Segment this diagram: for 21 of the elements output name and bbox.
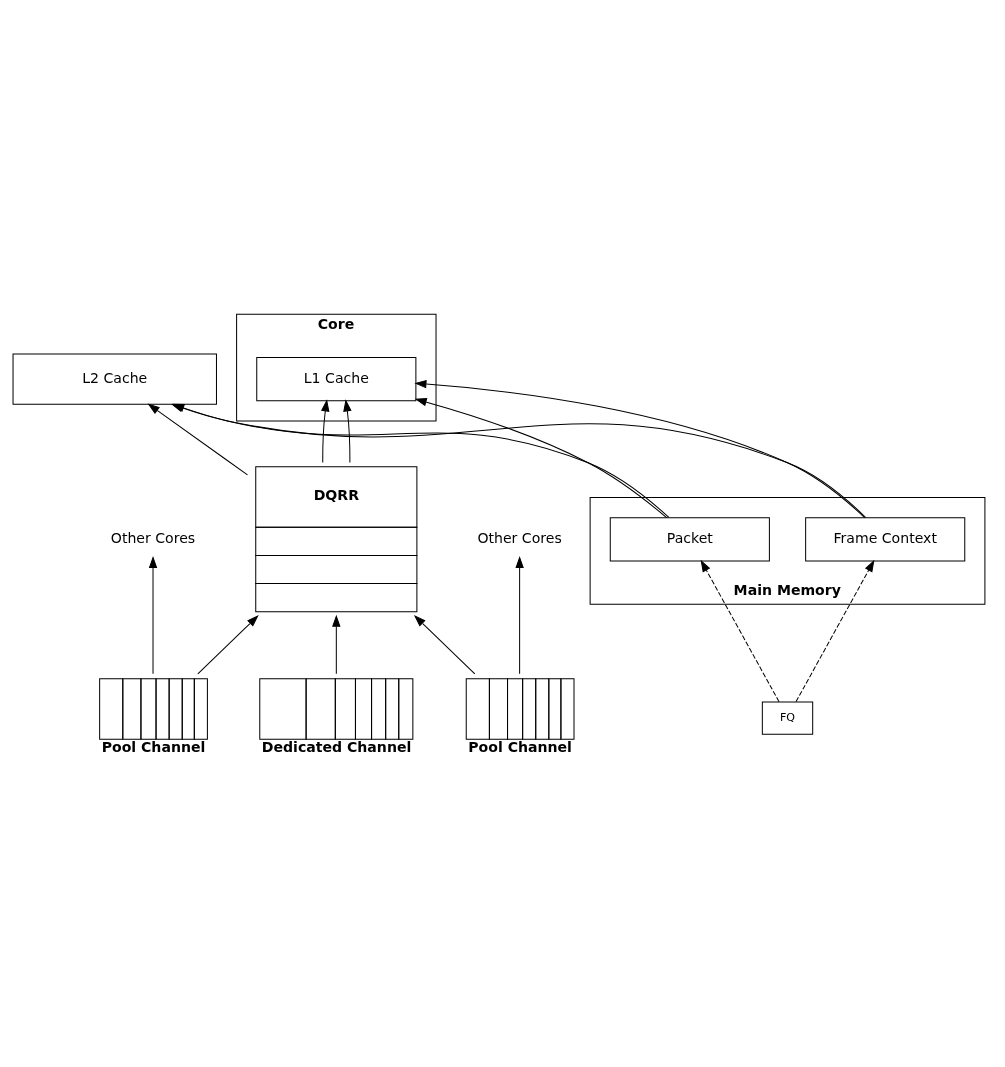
arrow <box>413 614 475 674</box>
arrow <box>413 379 865 518</box>
node-text: Other Cores <box>110 529 195 546</box>
arrow <box>795 559 874 702</box>
node-text: Other Cores <box>476 529 562 546</box>
arrow <box>414 397 667 518</box>
arrow <box>331 614 341 674</box>
arrow <box>342 398 352 463</box>
arrow <box>320 398 329 463</box>
node-box: L2 Cache <box>12 352 217 405</box>
arrow <box>700 559 780 702</box>
arrow <box>148 555 157 674</box>
arrow <box>514 555 524 674</box>
node-box: Frame Context <box>804 516 965 561</box>
node-label: Dedicated Channel <box>261 737 411 754</box>
arrow <box>196 614 259 674</box>
node-label: Pool Channel <box>101 737 205 754</box>
node-box: FQ <box>761 700 813 735</box>
node-box: L1 Cache <box>255 356 416 401</box>
node-label: Pool Channel <box>467 737 572 754</box>
node-box: Packet <box>609 516 770 561</box>
